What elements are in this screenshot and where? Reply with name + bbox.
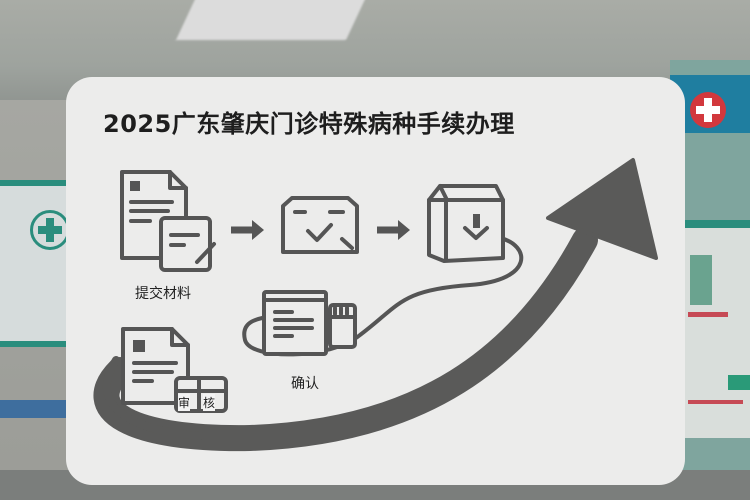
board-panel [690,255,712,305]
page-title: 2025广东肇庆门诊特殊病种手续办理 [103,110,515,138]
box-download-icon [427,184,505,263]
board-button [728,375,750,390]
stamp-char: 核 [203,394,216,411]
board-text-line [688,400,743,404]
red-cross-icon [690,92,726,128]
left-hospital-board [0,180,70,347]
big-arrow-head-icon [546,158,658,260]
left-rail [0,400,70,418]
document-edit-icon [120,170,216,272]
arrow-right-icon [377,220,410,240]
progress-curve-tail [102,356,204,440]
step-label-confirm: 确认 [291,376,319,392]
wavy-connector [242,236,524,357]
envelope-check-icon [281,196,359,254]
form-and-medicine-icon [262,290,357,356]
step-label-submit: 提交材料 [135,286,191,302]
stamp-char: 审 [178,394,191,411]
arrow-right-icon [231,220,264,240]
board-text-line [688,312,728,317]
